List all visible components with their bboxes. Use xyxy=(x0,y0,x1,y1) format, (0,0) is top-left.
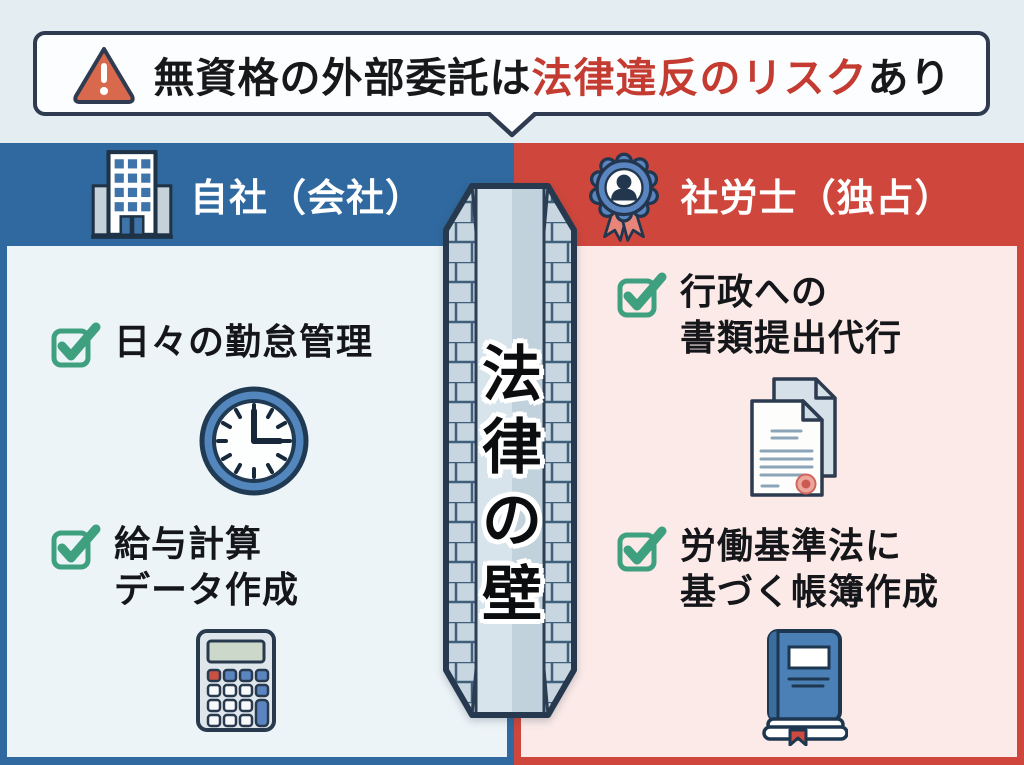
sharoushi-task-filing: 行政への 書類提出代行 xyxy=(616,269,902,361)
banner-pointer xyxy=(486,112,538,138)
banner-title: 無資格の外部委託は法律違反のリスクあり xyxy=(153,54,952,101)
task-label: 給与計算 データ作成 xyxy=(114,523,300,611)
task-label: 行政への 書類提出代行 xyxy=(680,271,903,359)
sharoushi-panel-header: 社労士（独占） xyxy=(514,143,1024,246)
sharoushi-panel-title: 社労士（独占） xyxy=(680,178,954,220)
clock-icon xyxy=(199,386,309,496)
task-label: 日々の勤怠管理 xyxy=(114,321,374,362)
checkbox-icon xyxy=(617,272,667,318)
company-task-attendance: 日々の勤怠管理 xyxy=(50,319,373,369)
law-wall xyxy=(443,183,577,718)
documents-seal-icon xyxy=(750,377,837,497)
sharoushi-task-ledger: 労働基準法に 基づく帳簿作成 xyxy=(616,523,939,615)
warning-banner: 無資格の外部委託は法律違反のリスクあり xyxy=(33,31,990,116)
company-panel-header: 自社（会社） xyxy=(0,143,514,246)
law-wall-label: 法 律 の 壁 xyxy=(482,341,542,628)
company-panel: 自社（会社） 日々の勤怠管理 給与計算 xyxy=(0,143,514,765)
company-task-payroll: 給与計算 データ作成 xyxy=(50,521,299,613)
calculator-icon xyxy=(196,629,276,732)
warning-triangle-icon xyxy=(72,46,135,104)
checkbox-icon xyxy=(617,526,667,572)
banner-highlight: 法律違反のリスク xyxy=(531,54,868,101)
company-panel-title: 自社（会社） xyxy=(189,178,424,220)
task-label: 労働基準法に 基づく帳簿作成 xyxy=(680,525,940,613)
checkbox-icon xyxy=(51,322,101,368)
office-building-icon xyxy=(91,149,173,239)
sharoushi-panel: 社労士（独占） 行政への 書類提出代行 労 xyxy=(514,143,1024,765)
checkbox-icon xyxy=(51,524,101,570)
certification-badge-icon xyxy=(589,152,660,242)
ledger-book-icon xyxy=(762,629,848,746)
